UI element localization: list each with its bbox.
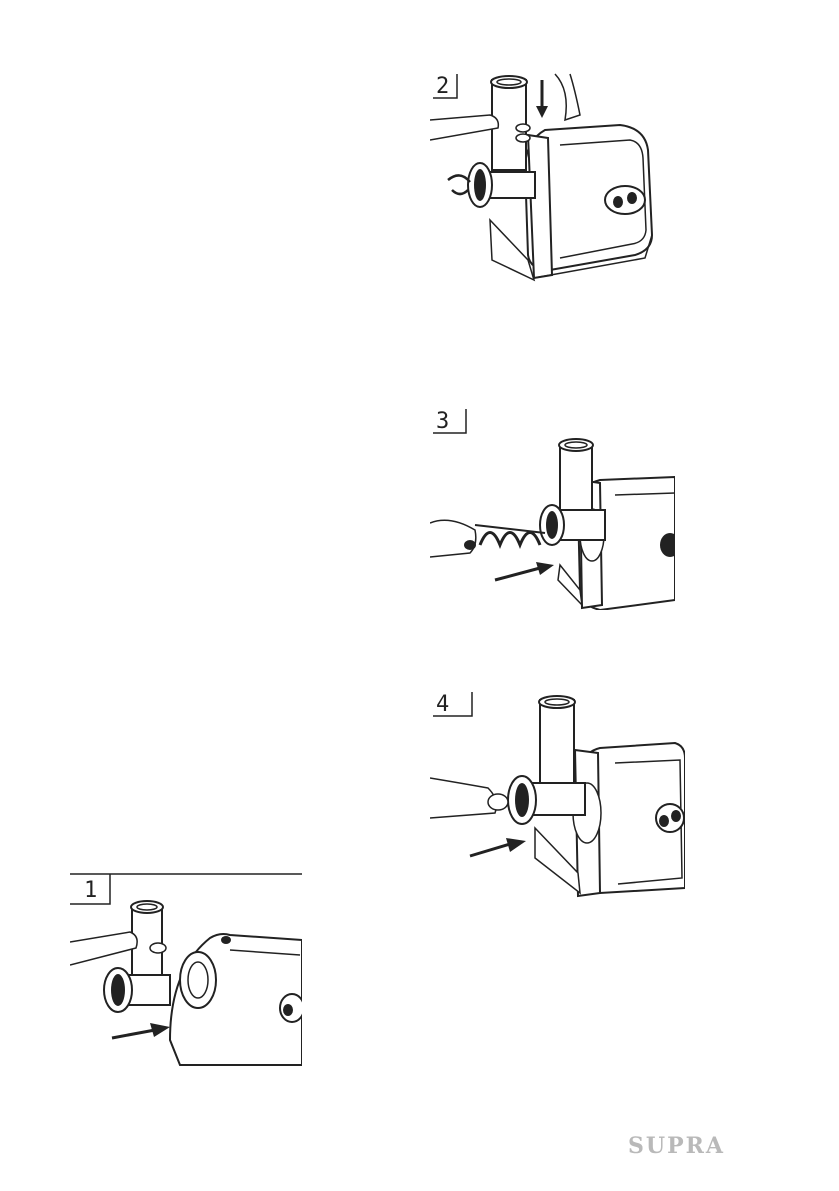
assembly-figure-1: 1 <box>70 870 302 1070</box>
step-number-1: 1 <box>84 880 98 902</box>
assembly-figure-3: 3 <box>430 405 675 610</box>
meat-grinder-insert-auger-icon <box>430 405 675 610</box>
assembly-figure-2: 2 <box>430 70 675 285</box>
assembly-figure-4: 4 <box>430 688 685 898</box>
step-number-3: 3 <box>436 411 450 433</box>
brand-logo-text: SUPRA <box>628 1133 725 1159</box>
meat-grinder-attach-tube-icon <box>70 870 302 1070</box>
step-number-4: 4 <box>436 694 450 716</box>
meat-grinder-lock-knob-icon <box>430 70 675 285</box>
meat-grinder-insert-blade-icon <box>430 688 685 898</box>
step-number-2: 2 <box>436 76 450 98</box>
